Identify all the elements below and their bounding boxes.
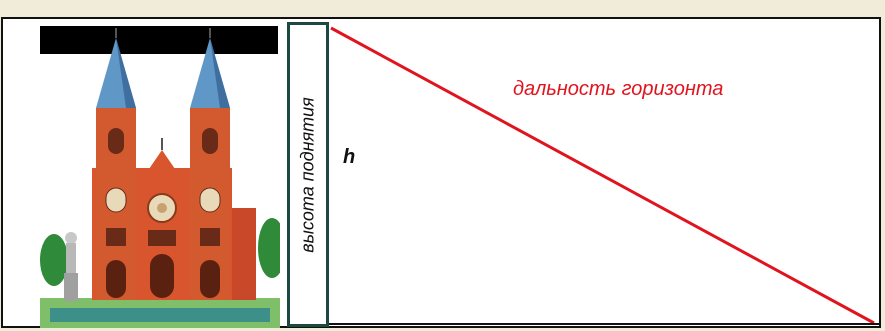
horizon-label: дальность горизонта (513, 78, 724, 100)
black-bar (40, 26, 278, 54)
h-symbol: h (343, 146, 356, 168)
cathedral-icon (40, 28, 280, 328)
horizon-line (330, 26, 875, 325)
height-box: высота поднятия (287, 22, 329, 327)
